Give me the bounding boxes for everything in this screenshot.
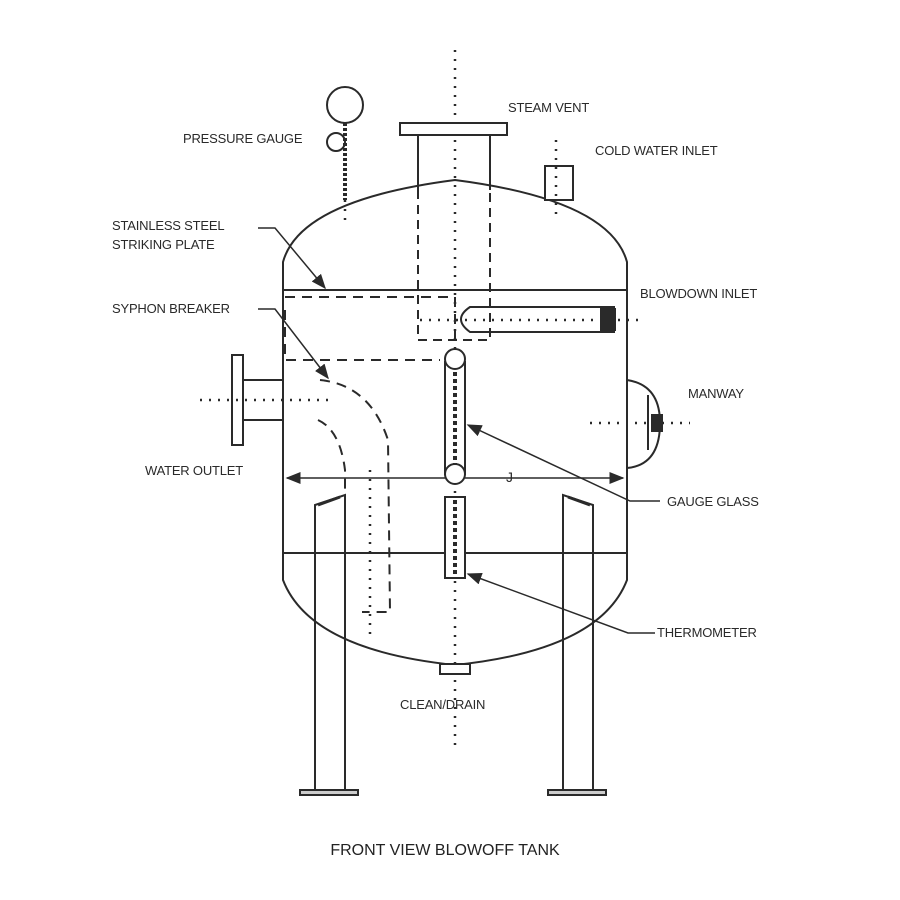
- manway: [590, 379, 690, 469]
- water-outlet-nozzle: [200, 354, 330, 446]
- label-leaders: [258, 227, 660, 634]
- label-syphon-breaker: SYPHON BREAKER: [112, 301, 230, 316]
- tank-shell: [282, 178, 628, 667]
- pressure-gauge: [326, 86, 364, 222]
- diagram-title: FRONT VIEW BLOWOFF TANK: [330, 842, 560, 859]
- thermometer: [444, 496, 466, 579]
- gauge-glass: [444, 348, 466, 485]
- cold-water-inlet-nozzle: [544, 140, 574, 220]
- label-steam-vent: STEAM VENT: [508, 100, 590, 115]
- left-leg: [299, 493, 359, 796]
- label-manway: MANWAY: [688, 386, 744, 401]
- label-dimension-j: J: [506, 469, 513, 485]
- label-thermometer: THERMOMETER: [657, 625, 757, 640]
- label-cold-water-inlet: COLD WATER INLET: [595, 143, 718, 158]
- label-blowdown-inlet: BLOWDOWN INLET: [640, 286, 758, 301]
- label-striking-plate-line2: STRIKING PLATE: [112, 237, 215, 252]
- blowdown-inlet-pipe: [420, 306, 640, 333]
- clean-drain-nozzle: [439, 663, 471, 675]
- syphon-breaker: [284, 310, 440, 613]
- right-leg: [547, 493, 607, 796]
- striking-plate: [285, 296, 456, 340]
- label-striking-plate-line1: STAINLESS STEEL: [112, 218, 225, 233]
- label-pressure-gauge: PRESSURE GAUGE: [183, 131, 303, 146]
- label-clean-drain: CLEAN/DRAIN: [400, 697, 486, 712]
- label-water-outlet: WATER OUTLET: [145, 463, 243, 478]
- label-gauge-glass: GAUGE GLASS: [667, 494, 759, 509]
